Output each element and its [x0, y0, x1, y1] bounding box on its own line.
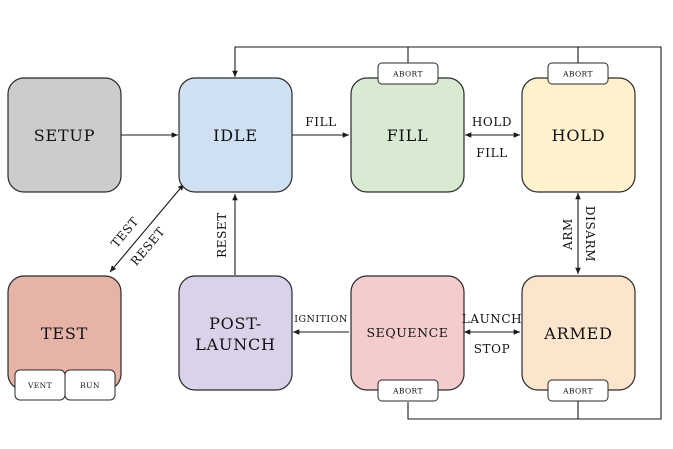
- test-vent-button[interactable]: VENT: [14, 369, 66, 401]
- state-idle-label: IDLE: [213, 126, 258, 145]
- state-idle: IDLE: [178, 77, 293, 193]
- armed-abort-button[interactable]: ABORT: [547, 379, 609, 402]
- abort-return-line: [232, 46, 662, 420]
- hold-abort-button[interactable]: ABORT: [547, 62, 609, 85]
- state-post-launch: POST- LAUNCH: [178, 275, 293, 391]
- state-post-launch-label-line2: LAUNCH: [195, 335, 276, 354]
- sequence-abort-button-label: ABORT: [392, 387, 423, 396]
- state-sequence: SEQUENCE: [350, 275, 465, 391]
- state-fill: FILL: [350, 77, 465, 193]
- label-idle-to-test: TEST: [108, 214, 141, 250]
- edge-idle-test: [109, 183, 185, 273]
- label-armed-to-sequence: STOP: [474, 342, 511, 356]
- state-sequence-label: SEQUENCE: [366, 325, 448, 340]
- test-run-button[interactable]: RUN: [64, 369, 116, 401]
- label-sequence-to-armed: LAUNCH: [462, 312, 523, 326]
- state-fill-label: FILL: [387, 126, 429, 145]
- test-run-button-label: RUN: [80, 381, 100, 390]
- label-sequence-to-post-launch: IGNITION: [294, 314, 348, 325]
- state-test: TEST: [7, 275, 122, 391]
- state-setup: SETUP: [7, 77, 122, 193]
- armed-abort-button-label: ABORT: [562, 387, 593, 396]
- state-armed-label: ARMED: [543, 324, 613, 343]
- state-test-label: TEST: [41, 324, 88, 343]
- label-hold-to-armed: ARM: [561, 218, 575, 251]
- label-fill-to-hold: HOLD: [472, 115, 512, 129]
- label-post-launch-to-idle: RESET: [215, 212, 229, 258]
- label-idle-to-fill: FILL: [305, 115, 336, 129]
- state-post-launch-label-line1: POST-: [209, 314, 262, 333]
- label-armed-to-hold: DISARM: [583, 206, 597, 262]
- sequence-abort-button[interactable]: ABORT: [377, 379, 439, 402]
- label-hold-to-fill: FILL: [476, 146, 507, 160]
- fill-abort-button[interactable]: ABORT: [377, 62, 439, 85]
- state-armed: ARMED: [521, 275, 636, 391]
- hold-abort-button-label: ABORT: [562, 70, 593, 79]
- test-vent-button-label: VENT: [27, 381, 52, 390]
- state-hold: HOLD: [521, 77, 636, 193]
- fill-abort-button-label: ABORT: [392, 70, 423, 79]
- state-hold-label: HOLD: [552, 126, 606, 145]
- state-setup-label: SETUP: [34, 126, 96, 145]
